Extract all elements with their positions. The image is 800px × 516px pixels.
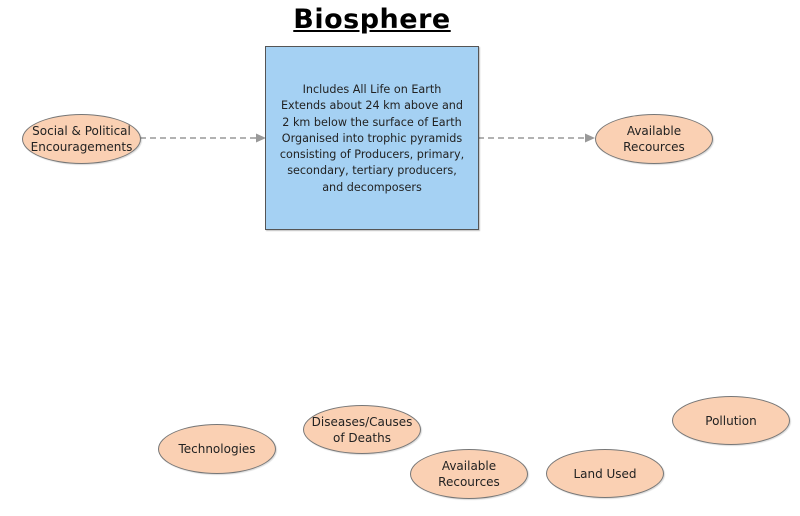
description-line: Includes All Life on Earth <box>302 82 442 96</box>
node-diseases[interactable]: Diseases/Causes of Deaths <box>303 405 421 454</box>
description-line: Extends about 24 km above and <box>280 99 463 113</box>
description-line: 2 km below the surface of Earth <box>282 115 462 129</box>
node-label: Social & Political <box>32 124 131 138</box>
node-label: Available <box>626 124 682 138</box>
node-label: of Deaths <box>333 430 391 445</box>
node-label: Encouragements <box>30 140 133 154</box>
node-label: Recources <box>438 475 500 489</box>
node-label: Land Used <box>573 466 637 481</box>
node-pollution[interactable]: Pollution <box>672 396 790 445</box>
node-label: Available <box>441 459 497 473</box>
node-label: Technologies <box>178 442 256 456</box>
node-available-resources-top[interactable]: Available Recources <box>595 114 713 164</box>
page-title: Biosphere <box>293 4 451 35</box>
node-technologies[interactable]: Technologies <box>158 424 276 474</box>
node-label: Diseases/Causes <box>311 414 413 429</box>
node-land-used[interactable]: Land Used <box>546 449 664 498</box>
biosphere-description-box[interactable]: Includes All Life on Earth Extends about… <box>265 46 479 230</box>
node-label: Pollution <box>705 413 757 428</box>
arrowhead-social-to-biosphere <box>256 133 266 143</box>
node-social-political[interactable]: Social & Political Encouragements <box>22 114 141 164</box>
description-line: consisting of Producers, primary, <box>279 148 465 162</box>
biosphere-description: Includes All Life on Earth Extends about… <box>280 80 464 196</box>
arrowhead-biosphere-to-resources <box>585 133 595 143</box>
description-line: Organised into trophic pyramids <box>281 131 463 145</box>
description-line: and decomposers <box>322 180 422 194</box>
node-available-resources-bottom[interactable]: Available Recources <box>410 449 528 499</box>
node-label: Recources <box>623 140 685 154</box>
description-line: secondary, tertiary producers, <box>287 164 457 178</box>
